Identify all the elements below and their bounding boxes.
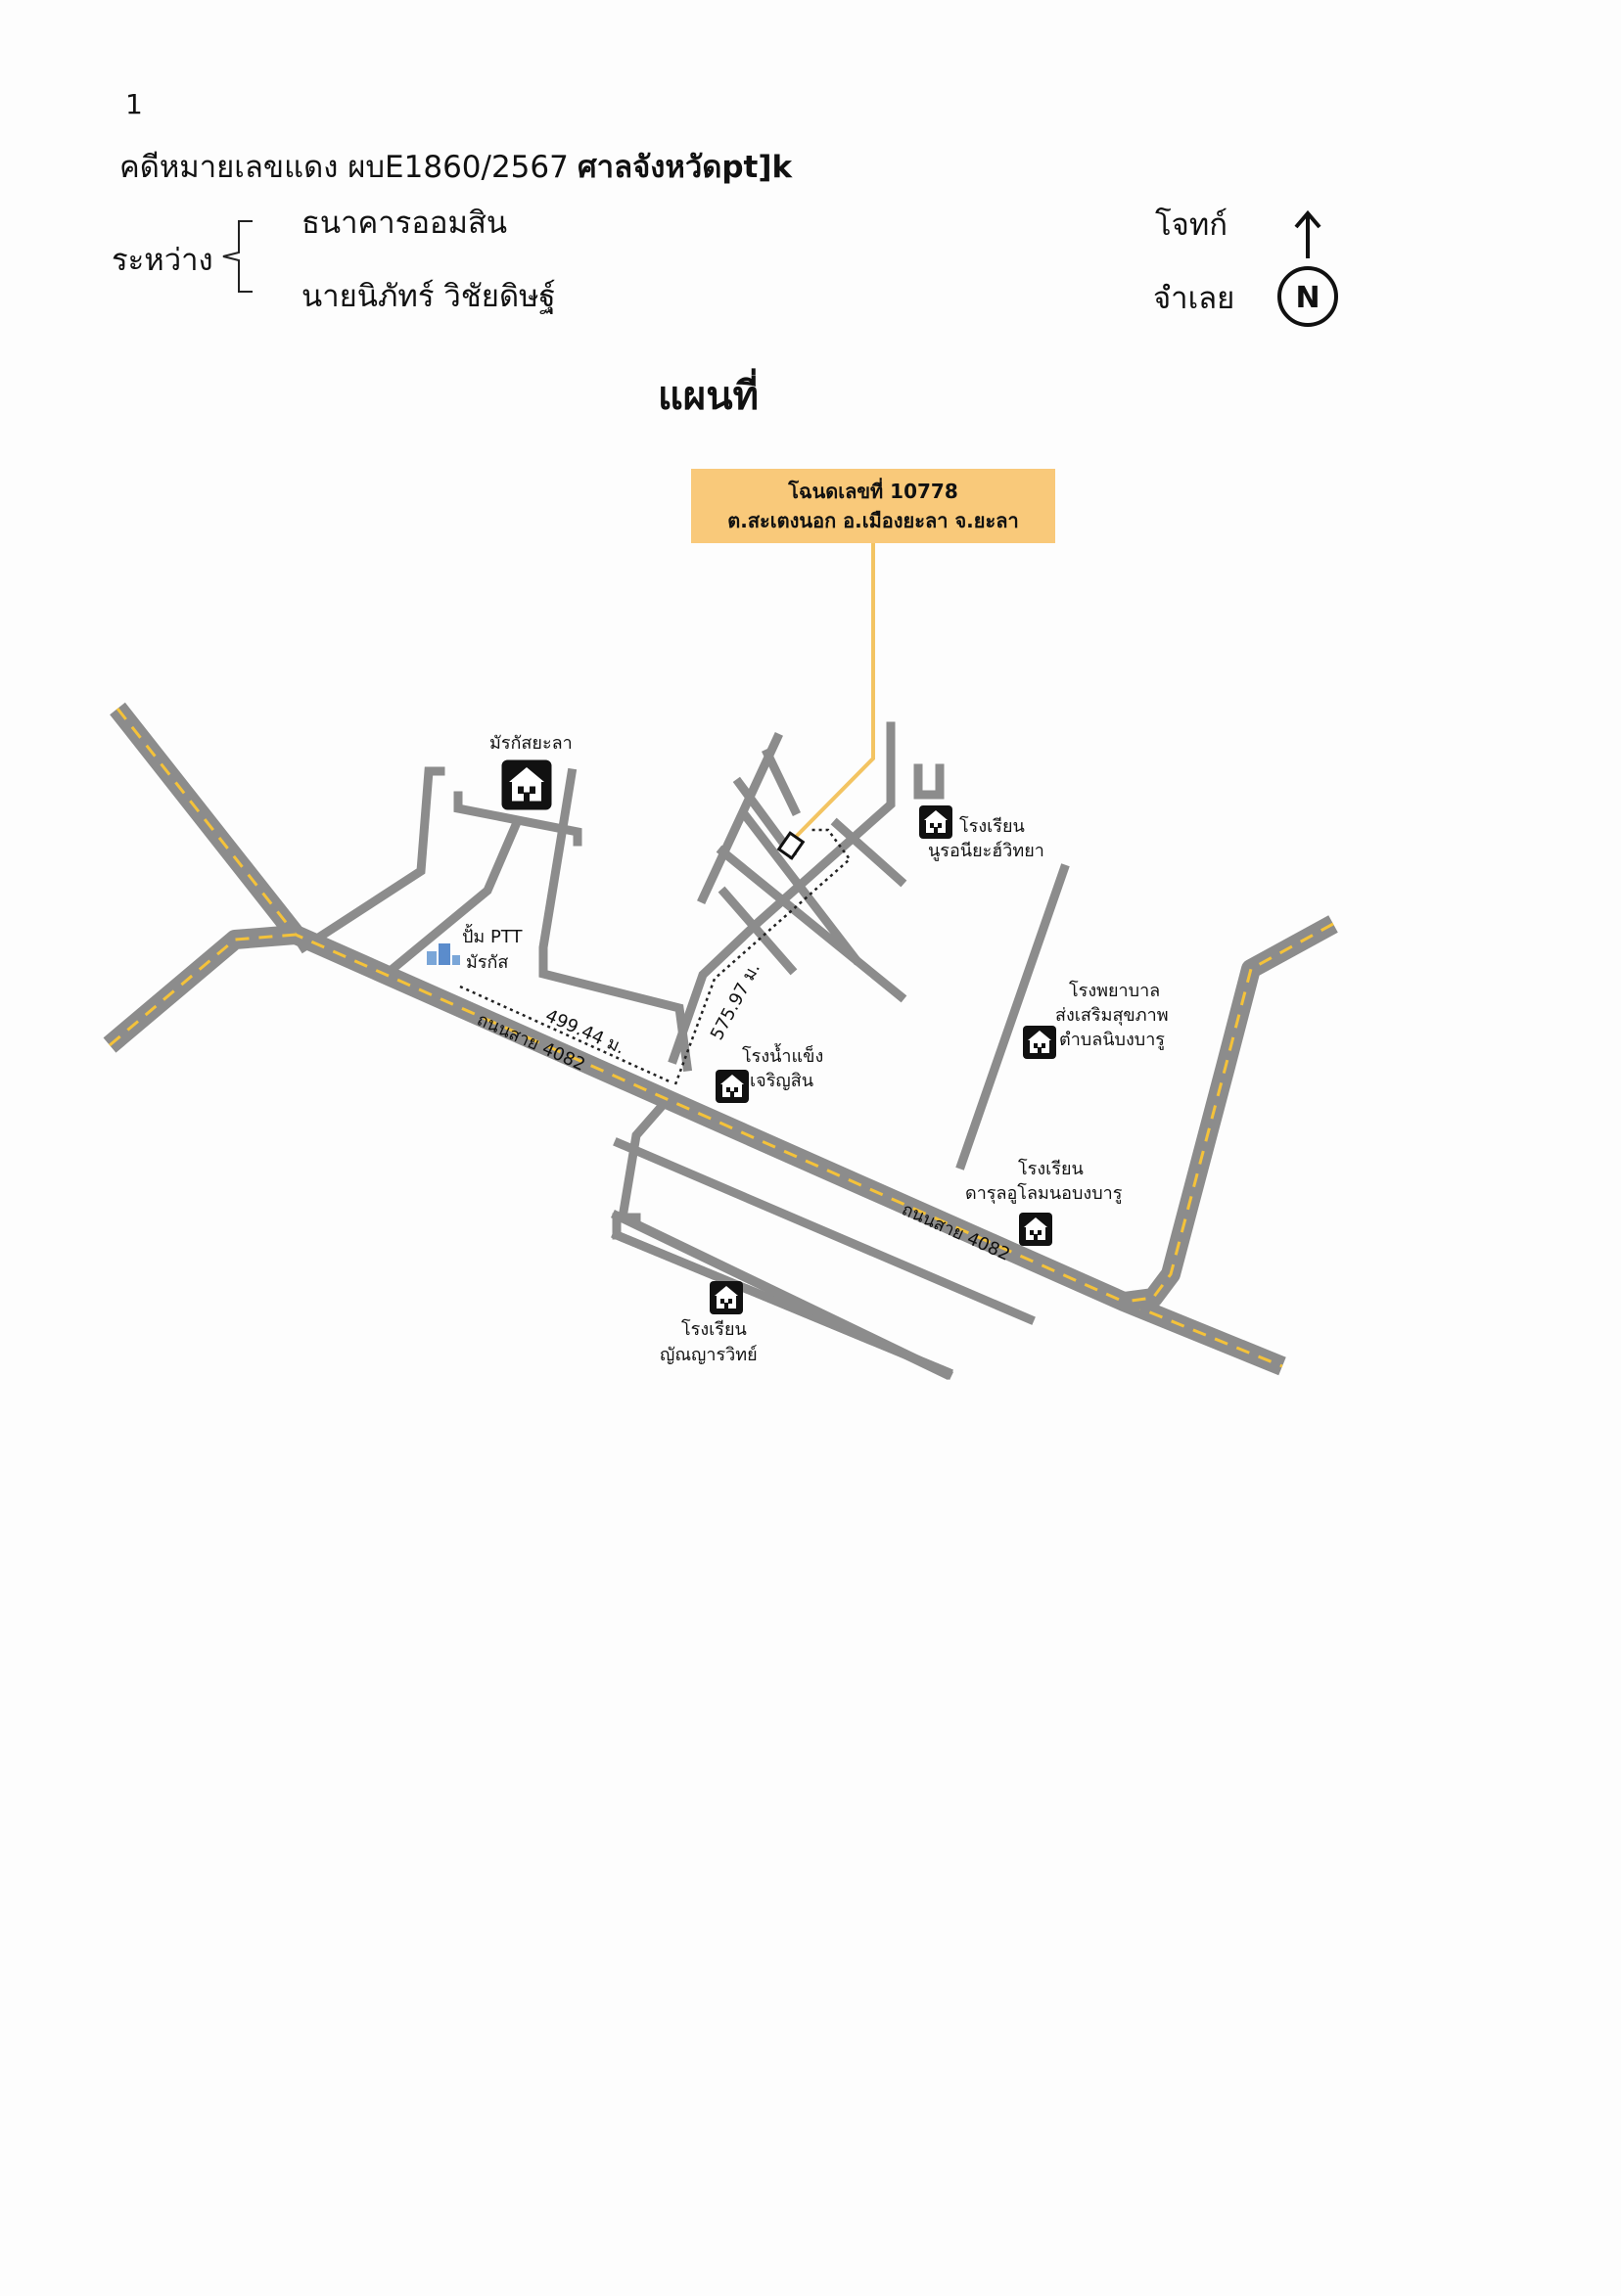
side-roads bbox=[297, 721, 1070, 1381]
label-hospital-1: โรงพยาบาล bbox=[1069, 980, 1160, 1001]
label-ptt-1: ปั้ม PTT bbox=[462, 924, 524, 947]
hospital-icon bbox=[1023, 1026, 1056, 1059]
north-arrow-icon: N bbox=[1277, 209, 1338, 327]
landmark-labels: มัรกัสยะลา ปั้ม PTT มัรกัส โรงเรียน นูรอ… bbox=[462, 733, 1169, 1365]
callout-line2: ต.สะเตงนอก อ.เมืองยะลา จ.ยะลา bbox=[727, 509, 1019, 532]
label-hospital-3: ตำบลนิบงบารู bbox=[1059, 1030, 1165, 1050]
distance-label-parcel: 575.97 ม. bbox=[707, 959, 764, 1043]
distance-line-parcel bbox=[673, 828, 852, 1085]
ice-factory-icon bbox=[716, 1070, 749, 1103]
callout-line1: โฉนดเลขที่ 10778 bbox=[788, 480, 958, 503]
callout-connector bbox=[791, 543, 875, 842]
label-mosque: มัรกัสยะลา bbox=[489, 733, 573, 754]
page-mark: 1 bbox=[125, 88, 143, 120]
between-brace-icon bbox=[222, 220, 253, 293]
label-school-nurul-2: นูรอนียะฮ์วิทยา bbox=[928, 841, 1044, 861]
case-number: คดีหมายเลขแดง ผบE1860/2567 bbox=[119, 150, 569, 185]
label-ice-2: เจริญสิน bbox=[750, 1071, 813, 1091]
label-school-nurul-1: โรงเรียน bbox=[959, 815, 1025, 837]
label-school-darul-2: ดารุลอูโลมนอบงบารู bbox=[965, 1182, 1123, 1204]
court-name: ศาลจังหวัดpt]k bbox=[578, 150, 793, 185]
map-title: แผนที่ bbox=[658, 374, 759, 419]
label-ptt-2: มัรกัส bbox=[466, 952, 508, 973]
between-label: ระหว่าง bbox=[112, 243, 213, 278]
road-label-east: ถนนสาย 4082 bbox=[899, 1199, 1013, 1264]
plaintiff-role: โจทก์ bbox=[1155, 207, 1228, 243]
distance-line-pump bbox=[459, 985, 672, 1084]
label-school-yanya-1: โรงเรียน bbox=[681, 1318, 747, 1340]
school-yanya-icon bbox=[710, 1281, 743, 1314]
label-school-darul-1: โรงเรียน bbox=[1018, 1158, 1084, 1179]
parcel-callout: โฉนดเลขที่ 10778 ต.สะเตงนอก อ.เมืองยะลา … bbox=[691, 469, 1055, 543]
school-nurul-icon bbox=[919, 805, 952, 839]
parcel-marker-icon bbox=[776, 831, 806, 860]
gas-station-icon bbox=[427, 943, 460, 965]
label-ice-1: โรงน้ำแข็ง bbox=[742, 1043, 823, 1067]
main-roads bbox=[103, 702, 1338, 1376]
defendant-role: จำเลย bbox=[1153, 281, 1235, 316]
north-label: N bbox=[1295, 281, 1320, 315]
plaintiff-name: ธนาคารออมสิน bbox=[301, 206, 508, 241]
school-darul-icon bbox=[1019, 1213, 1052, 1246]
label-school-yanya-2: ญัณญารวิทย์ bbox=[660, 1345, 758, 1365]
defendant-name: นายนิภัทร์ วิชัยดิษฐ์ bbox=[301, 279, 556, 314]
label-hospital-2: ส่งเสริมสุขภาพ bbox=[1055, 1005, 1169, 1026]
mosque-icon bbox=[501, 759, 552, 810]
